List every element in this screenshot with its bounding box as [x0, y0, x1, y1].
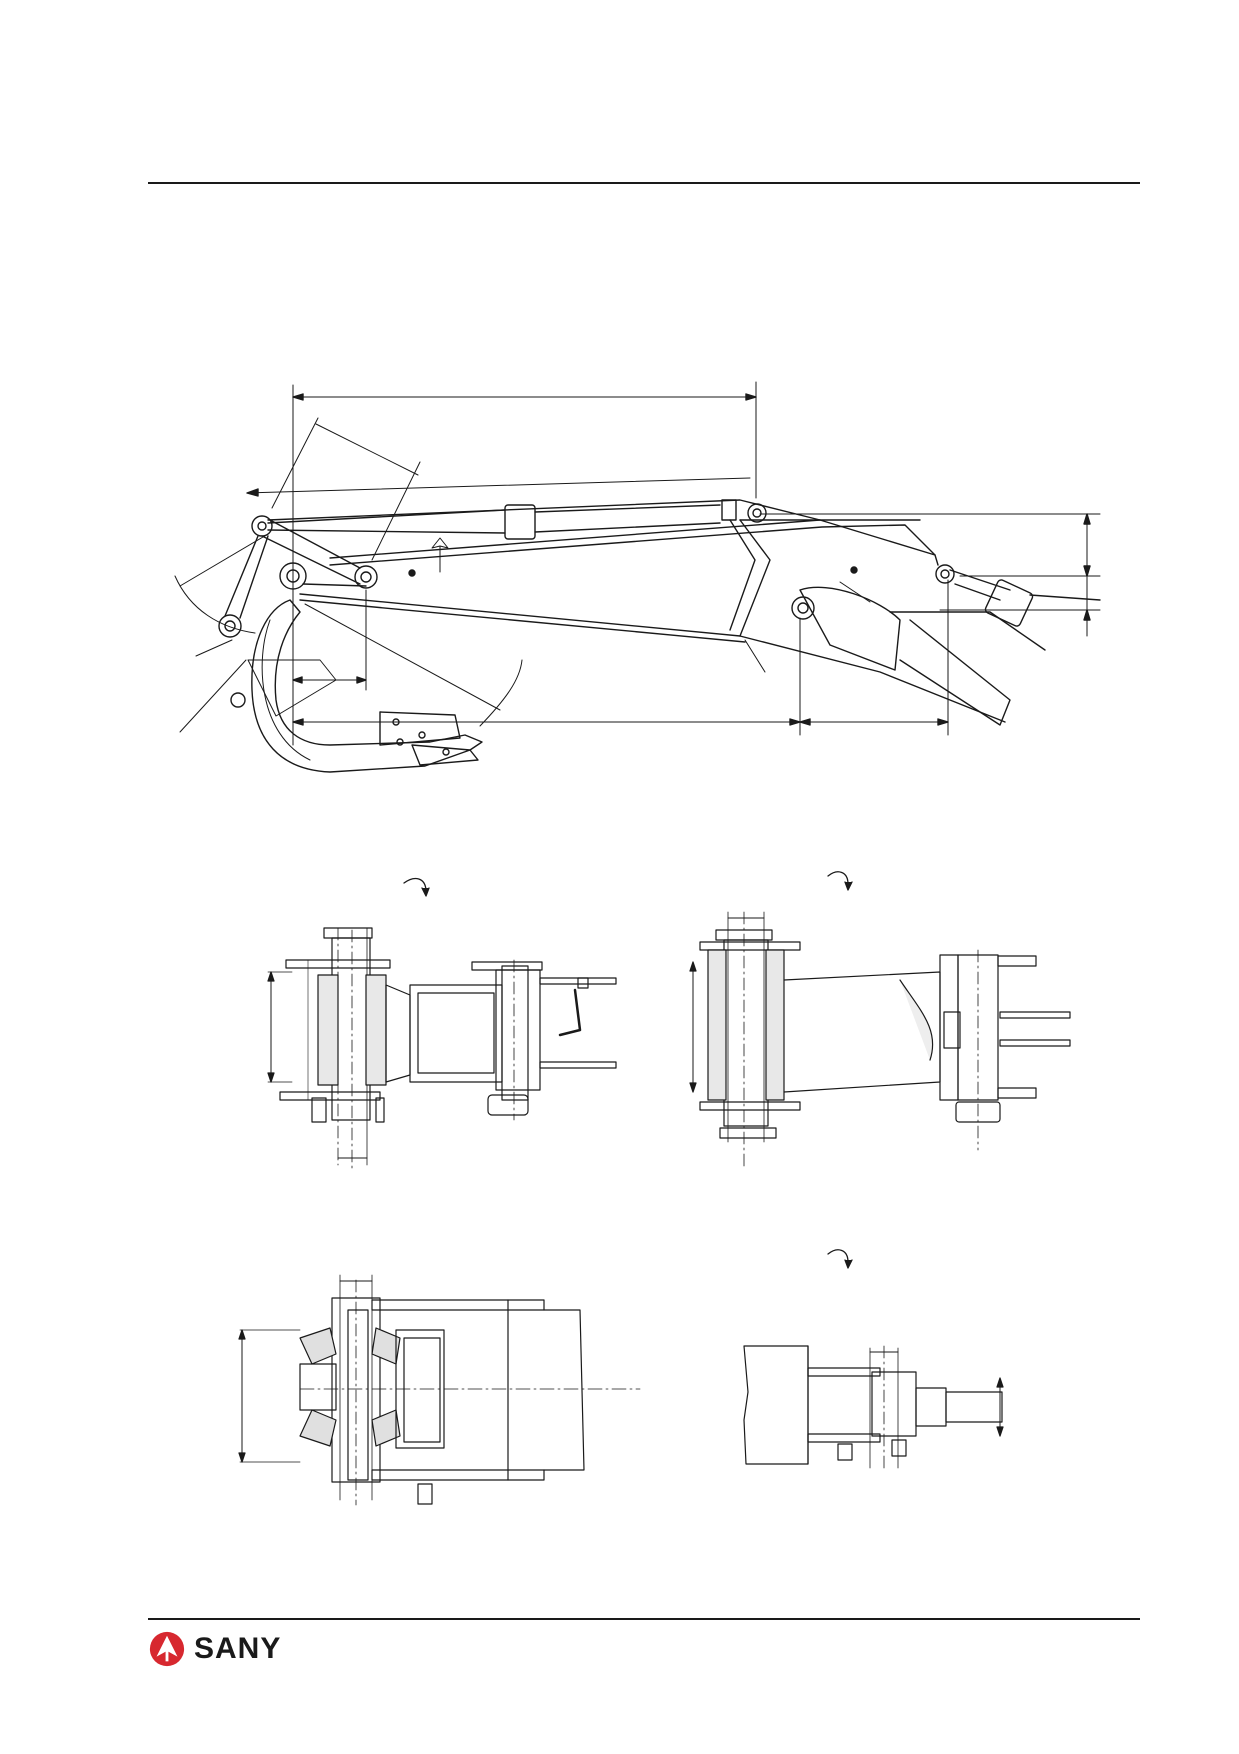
rotate-arrow-icon: [827, 871, 853, 891]
section-view-cylinder-pin: [743, 1345, 1004, 1469]
brand-name: SANY: [194, 1632, 282, 1665]
arm-side-view: [174, 381, 1101, 773]
rotate-arrow-icon: [827, 1249, 853, 1269]
rotate-arrow-icon: [403, 877, 430, 897]
section-view-arm-bucket-link: [267, 927, 617, 1169]
header-rule: [148, 182, 1140, 184]
footer-brand: SANY: [148, 1630, 281, 1668]
footer-rule: [148, 1618, 1140, 1620]
sany-logo-icon: [149, 1631, 185, 1667]
section-view-boom-foot: [238, 1274, 641, 1506]
section-view-arm-boom-pin: [689, 911, 1071, 1171]
